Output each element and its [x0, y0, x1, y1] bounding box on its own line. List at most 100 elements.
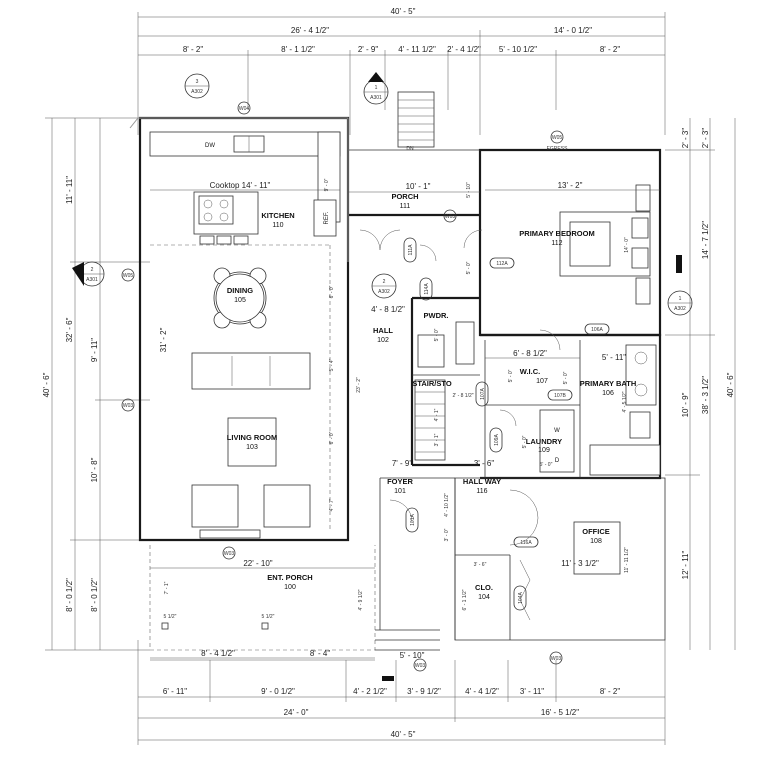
dishwasher-label: DW — [205, 143, 215, 149]
dim-right-a: 2' - 3" — [681, 128, 690, 149]
room-foyer-name: FOYER — [387, 477, 413, 486]
bedroom-fixture-black — [676, 255, 682, 273]
room-hall-name: HALL — [373, 326, 393, 335]
room-closet-num: 104 — [478, 594, 490, 601]
dryer-label: D — [555, 458, 560, 464]
tag-w1: W04 — [239, 106, 250, 112]
room-office-num: 108 — [590, 538, 602, 545]
porch-post-left — [161, 622, 169, 630]
room-stair-name: STAIR/STO — [412, 379, 451, 388]
armchair-left — [191, 484, 239, 528]
room-hallway-num: 116 — [476, 488, 487, 495]
dim-foyer-w: 7' - 9" — [392, 459, 413, 468]
room-wic-name: W.I.C. — [520, 367, 540, 376]
tag-107a: 107A — [480, 388, 486, 400]
washer-label: W — [554, 428, 560, 434]
callout-5-sheet: A302 — [674, 306, 686, 312]
kitchen-fixtures: DW REF. Cooktop 14' - 11" 9' - 0" — [149, 131, 341, 245]
cooktop — [198, 195, 234, 225]
tag-106a: 106A — [591, 327, 603, 333]
callout-2-sheet: A301 — [370, 95, 382, 101]
left-dimensions: 40' - 6" 11' - 11" 32' - 6" 9' - 11" 10'… — [42, 117, 150, 651]
dim-entp-b: 8' - 4" — [310, 649, 331, 658]
callout-2-num: 1 — [375, 85, 378, 91]
dim-entp-a: 8' - 4 1/2" — [201, 649, 235, 658]
dim-entp-h: 7' - 1" — [164, 581, 170, 594]
bathtub — [589, 444, 661, 476]
dim-bottom-right: 16' - 5 1/2" — [541, 708, 579, 717]
ref-label: REF. — [324, 211, 330, 224]
dim-stair-w: 2' - 8 1/2" — [452, 393, 473, 399]
dim-top-left: 26' - 4 1/2" — [291, 26, 329, 35]
tag-w2: W05 — [552, 135, 563, 141]
dim-b6: 3' - 11" — [520, 687, 544, 696]
room-porch-name: PORCH — [391, 192, 418, 201]
toilet — [629, 411, 651, 439]
room-closet-name: CLO. — [475, 583, 493, 592]
section-callouts: 3 A302 1 A301 2 A301 2 A302 1 A302 — [72, 72, 693, 316]
dim-bed-h: 14' - 0" — [624, 237, 630, 253]
tag-w5: W03 — [445, 214, 456, 220]
dim-entp-f: 5 1/2" — [262, 614, 275, 620]
interior-dimensions: 10' - 1" 5' - 10" 5' - 0" 13' - 2" 14' -… — [150, 181, 660, 660]
dim-left-a: 11' - 11" — [65, 176, 74, 204]
tag-w4: W03 — [123, 403, 134, 409]
room-kitchen-num: 110 — [272, 222, 283, 229]
dim-pwdr-a: 3' - 1" — [434, 433, 440, 446]
tag-101a: 101A — [410, 514, 416, 526]
dim-kit-a: 9' - 0" — [324, 178, 330, 191]
dim-bath-w: 5' - 11" — [602, 353, 626, 362]
dim-bed-w: 13' - 2" — [558, 181, 583, 190]
dim-b5: 4' - 4 1/2" — [465, 687, 499, 696]
window-tags: W04 W05 W05 W03 W03 W03 W03 W03 EGRESS D… — [121, 101, 569, 672]
dim-t7: 8' - 2" — [600, 45, 621, 54]
building-walls — [129, 91, 666, 661]
dim-left-c: 9' - 11" — [90, 338, 99, 362]
bedroom-fixtures: W D — [417, 184, 682, 575]
dim-bottom-left: 24' - 0" — [284, 708, 309, 717]
dim-hall-f: 4' - 7" — [329, 498, 335, 511]
dim-t2: 8' - 1 1/2" — [281, 45, 315, 54]
dim-entp-w: 22' - 10" — [243, 559, 272, 568]
room-bedroom-name: PRIMARY BEDROOM — [519, 229, 594, 238]
dim-left-f: 8' - 0 1/2" — [90, 578, 99, 612]
callout-3-num: 2 — [91, 267, 94, 273]
dim-right-e: 40' - 6" — [726, 372, 735, 397]
room-dining-num: 105 — [234, 297, 246, 304]
dim-stair-h: 4' - 1" — [434, 408, 440, 421]
room-labels: PORCH 111 KITCHEN 110 DINING 105 LIVING … — [227, 192, 636, 601]
dim-entp-e: 5 1/2" — [164, 614, 177, 620]
powder-toilet — [417, 334, 445, 368]
dim-left-e: 8' - 0 1/2" — [65, 578, 74, 612]
dim-entp-c: 5' - 10" — [400, 651, 425, 660]
dim-left-d: 10' - 8" — [90, 457, 99, 482]
dim-hall-e: 23' - 2" — [356, 377, 362, 393]
dim-right-f: 10' - 9" — [681, 392, 690, 417]
dim-b3: 4' - 2 1/2" — [353, 687, 387, 696]
tag-114a: 114A — [424, 283, 430, 295]
tag-104a: 104A — [518, 592, 524, 604]
dim-pwdr-b: 5' - 0" — [434, 328, 440, 341]
dim-bath-x: 4' - 5 1/2" — [622, 391, 628, 412]
room-wic-num: 107 — [536, 378, 548, 385]
right-dimensions: 2' - 3" 2' - 3" 14' - 7 1/2" 38' - 3 1/2… — [665, 118, 736, 650]
room-laundry-name: LAUNDRY — [526, 437, 562, 446]
dim-t3: 2' - 9" — [358, 45, 379, 54]
tag-107b: 107B — [554, 393, 566, 399]
dim-wic-b: 5' - 0" — [563, 371, 569, 384]
dim-laundry-a: 5' - 0" — [522, 435, 528, 448]
dim-off-w: 11' - 3 1/2" — [561, 559, 599, 568]
room-porch-num: 111 — [400, 203, 411, 210]
dim-b1: 6' - 11" — [163, 687, 187, 696]
egress-label: EGRESS — [547, 146, 569, 152]
dim-t1: 8' - 2" — [183, 45, 204, 54]
callout-4-num: 2 — [383, 279, 386, 285]
dim-left-b: 32' - 6" — [65, 317, 74, 342]
powder-sink — [455, 321, 475, 365]
dim-hall-c: 5' - 4" — [329, 358, 335, 371]
dim-b7: 8' - 2" — [600, 687, 621, 696]
room-entporch-name: ENT. PORCH — [267, 573, 312, 582]
dining-furniture — [213, 267, 267, 329]
room-office-name: OFFICE — [582, 527, 610, 536]
